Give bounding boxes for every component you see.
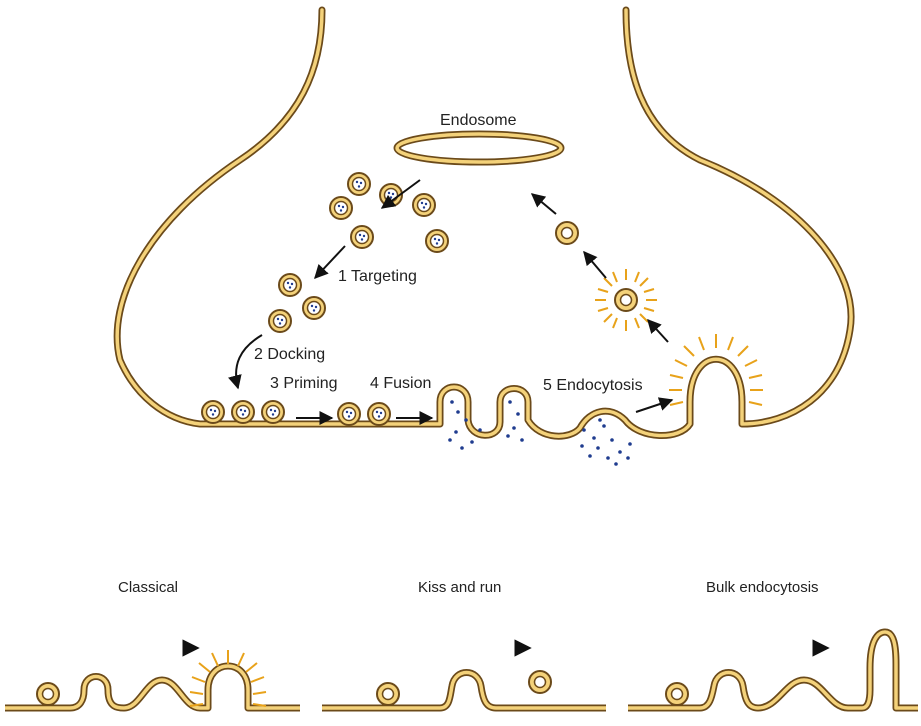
synaptic-vesicle <box>202 401 224 423</box>
neurotransmitter-dot <box>592 436 596 440</box>
neurotransmitter-dot <box>598 418 602 422</box>
mode-kiss-and-run-label: Kiss and run <box>418 580 501 595</box>
neurotransmitter-dot <box>506 434 510 438</box>
mode-classical-panel <box>5 648 300 708</box>
neurotransmitter-dot <box>580 444 584 448</box>
neurotransmitter-dot <box>588 454 592 458</box>
clathrin-coat-bud <box>669 334 763 405</box>
neurotransmitter-dot <box>448 438 452 442</box>
synaptic-vesicle <box>262 401 284 423</box>
arrow-bud-to-coated <box>648 320 668 342</box>
synaptic-vesicle <box>426 230 448 252</box>
neurotransmitter-dot <box>602 424 606 428</box>
presynaptic-membrane <box>117 10 851 436</box>
neurotransmitter-dot <box>512 426 516 430</box>
synaptic-vesicle <box>269 310 291 332</box>
neurotransmitter-dot <box>606 456 610 460</box>
neurotransmitter-dot <box>520 438 524 442</box>
neurotransmitter-dot <box>456 410 460 414</box>
neurotransmitter-dot <box>478 428 482 432</box>
step-targeting-label: 1 Targeting <box>338 269 417 285</box>
uncoated-vesicle <box>556 222 578 244</box>
coated-vesicle <box>595 269 657 331</box>
synaptic-vesicle <box>232 401 254 423</box>
synaptic-vesicle <box>303 297 325 319</box>
mode-kiss-and-run-panel <box>322 648 606 708</box>
mode-bulk-endocytosis-panel <box>628 632 918 708</box>
step-endocytosis-label: 5 Endocytosis <box>543 378 643 394</box>
endosome <box>397 134 561 162</box>
synaptic-vesicle <box>348 173 370 195</box>
neurotransmitter-dot <box>614 462 618 466</box>
step-priming-label: 3 Priming <box>270 376 338 392</box>
neurotransmitter-dot <box>628 442 632 446</box>
neurotransmitter-dot <box>582 428 586 432</box>
arrow-to-endocytosis <box>636 400 672 412</box>
neurotransmitter-dot <box>470 440 474 444</box>
arrow-coated-to-uncoated <box>584 252 606 278</box>
neurotransmitter-dot <box>454 430 458 434</box>
neurotransmitter-dot <box>618 450 622 454</box>
endosome-label: Endosome <box>440 113 517 129</box>
neurotransmitter-dot <box>626 456 630 460</box>
arrow-uncoated-to-endosome <box>532 194 556 214</box>
synaptic-vesicle <box>368 403 390 425</box>
synaptic-vesicle <box>413 194 435 216</box>
neurotransmitter-dot <box>464 418 468 422</box>
mode-bulk-endocytosis-label: Bulk endocytosis <box>706 580 819 595</box>
synaptic-vesicle <box>351 226 373 248</box>
neurotransmitter-dot <box>516 412 520 416</box>
neurotransmitter-dot <box>508 400 512 404</box>
step-docking-label: 2 Docking <box>254 347 325 363</box>
step-fusion-label: 4 Fusion <box>370 376 431 392</box>
neurotransmitter-dot <box>610 438 614 442</box>
synaptic-vesicle <box>279 274 301 296</box>
neurotransmitter-dot <box>596 446 600 450</box>
mode-classical-label: Classical <box>118 580 178 595</box>
synaptic-vesicle <box>338 403 360 425</box>
neurotransmitter-dot <box>450 400 454 404</box>
neurotransmitter-dot <box>460 446 464 450</box>
synaptic-vesicle <box>330 197 352 219</box>
